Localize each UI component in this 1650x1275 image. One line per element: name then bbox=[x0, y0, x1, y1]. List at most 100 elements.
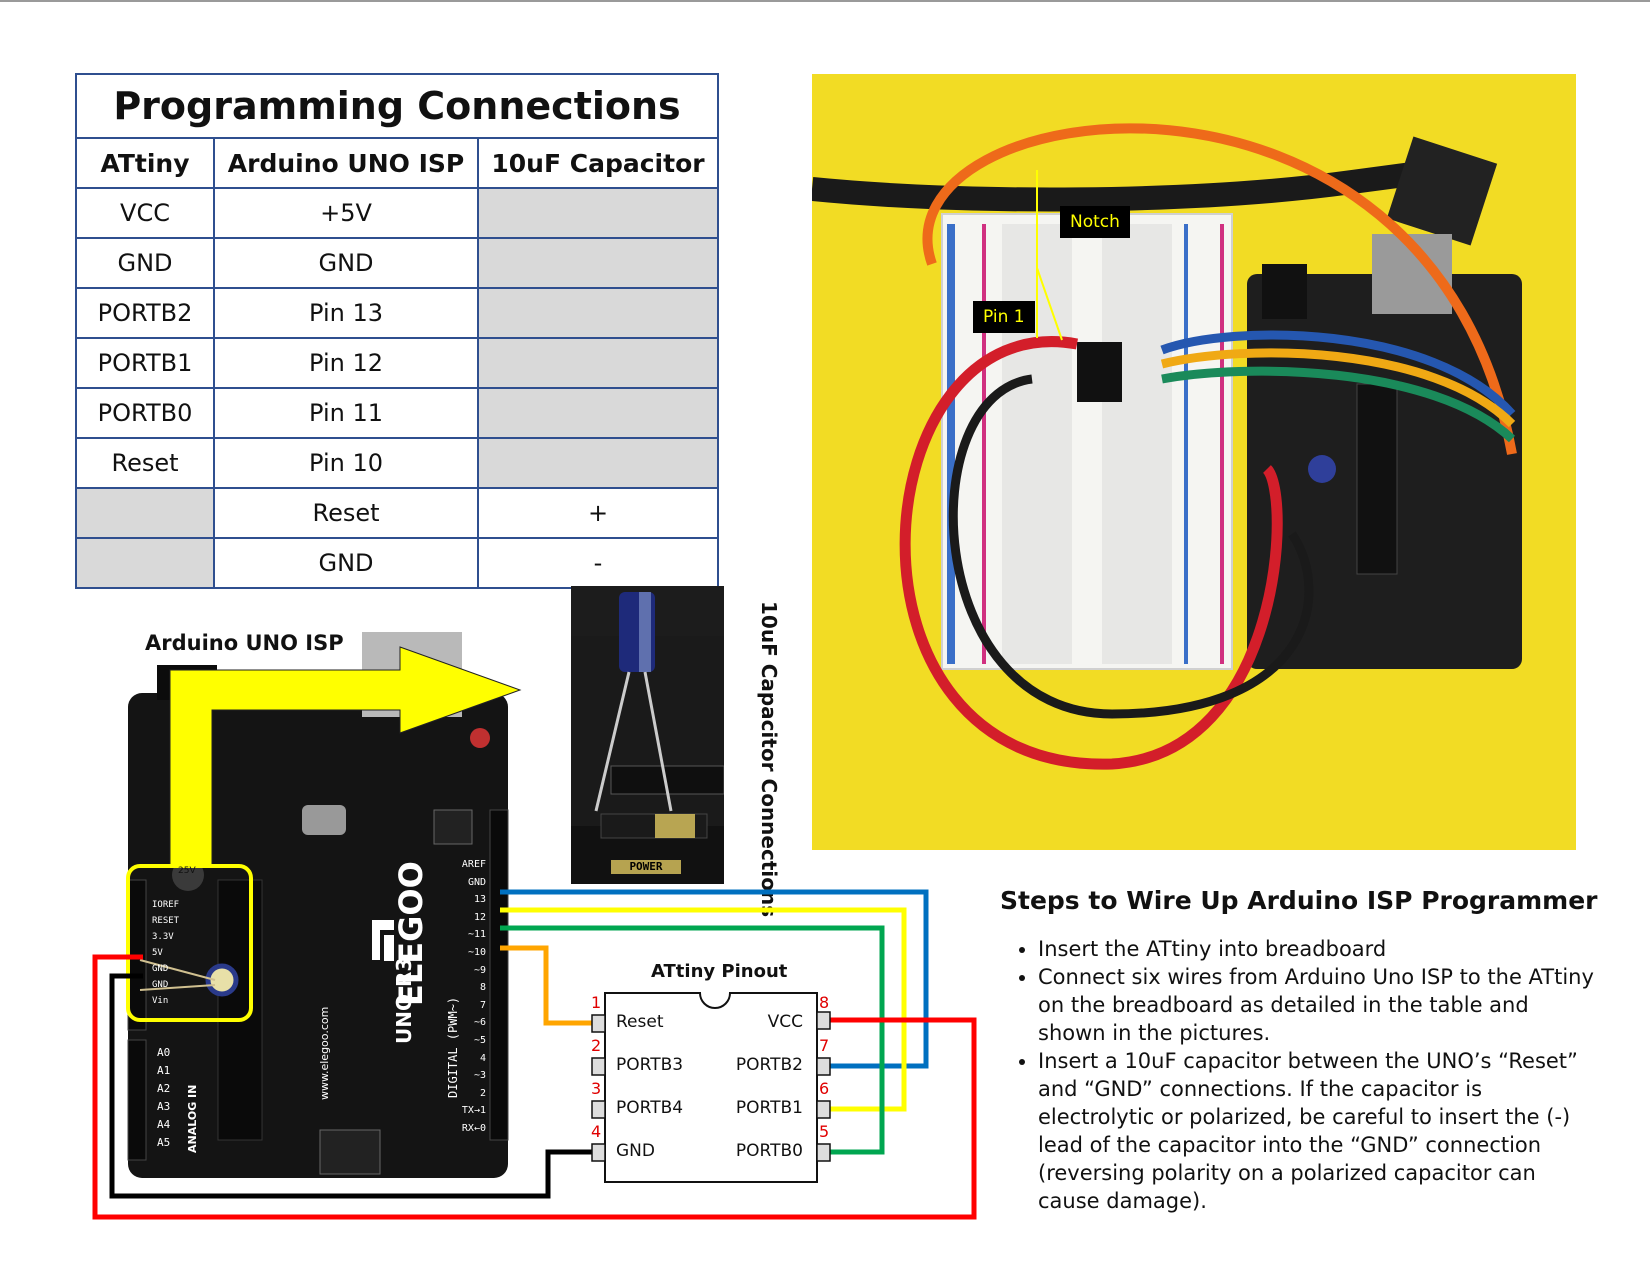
analog-pin-label: A4 bbox=[157, 1118, 171, 1131]
board-cap-label: 25V bbox=[178, 866, 196, 876]
table-cell bbox=[477, 187, 719, 239]
analog-pin-label: A0 bbox=[157, 1046, 171, 1059]
pin1-tag: Pin 1 bbox=[973, 301, 1035, 333]
breadboard-illustration bbox=[812, 123, 1522, 770]
crystal bbox=[302, 805, 346, 835]
table-cell bbox=[75, 487, 215, 539]
digital-pin-label: RX←0 bbox=[461, 1122, 486, 1134]
table-cell bbox=[477, 287, 719, 339]
analog-pin-label: A5 bbox=[157, 1136, 171, 1149]
digital-pin-labels: AREF GND 13 12 ~11 ~10 ~9 8 7 ~6 ~5 4 ~3… bbox=[438, 856, 486, 1138]
analog-pin-label: A2 bbox=[157, 1082, 171, 1095]
pin-number: 8 bbox=[819, 993, 830, 1012]
digital-pin-label: ~3 bbox=[473, 1070, 486, 1082]
steps-title: Steps to Wire Up Arduino ISP Programmer bbox=[1000, 886, 1598, 915]
pin-number: 6 bbox=[819, 1079, 830, 1098]
power-pin-label: GND bbox=[152, 980, 169, 990]
table-cell: PORTB2 bbox=[75, 287, 215, 339]
pin-name: PORTB2 bbox=[735, 1055, 803, 1075]
table-cell bbox=[477, 237, 719, 289]
wire-pin12 bbox=[500, 907, 907, 1112]
digital-pin-label: 12 bbox=[473, 911, 486, 923]
table-row: Reset+ bbox=[75, 487, 719, 539]
programming-connections-table: Programming Connections ATtiny Arduino U… bbox=[75, 73, 719, 589]
capacitor-closeup-photo: POWER bbox=[571, 586, 724, 884]
reset-button bbox=[470, 728, 490, 748]
digital-pin-label: ~6 bbox=[473, 1017, 486, 1029]
digital-pin-label: 4 bbox=[479, 1052, 486, 1064]
power-header-label: POWER bbox=[629, 860, 663, 873]
digital-pin-label: 8 bbox=[479, 982, 486, 994]
power-pin-label: 3.3V bbox=[152, 932, 174, 942]
digital-pin-label: 2 bbox=[479, 1087, 486, 1099]
arduino-isp-label: Arduino UNO ISP bbox=[145, 631, 344, 655]
pin-name: PORTB3 bbox=[616, 1055, 684, 1075]
power-jack bbox=[157, 665, 217, 700]
pin-name: GND bbox=[616, 1141, 655, 1161]
analog-pin-header bbox=[127, 1039, 147, 1161]
capacitor-closeup-illustration bbox=[571, 592, 724, 884]
top-border bbox=[0, 0, 1650, 2]
pin-number: 4 bbox=[591, 1122, 602, 1141]
capacitor-connections-label: 10uF Capacitor Connections bbox=[757, 601, 781, 918]
digital-pin-label: ~9 bbox=[473, 964, 486, 976]
inserted-capacitor bbox=[205, 963, 239, 997]
pin-number: 3 bbox=[591, 1079, 602, 1098]
list-item: Insert the ATtiny into breadboard bbox=[1038, 935, 1600, 963]
digital-pin-label: 7 bbox=[479, 999, 486, 1011]
power-pin-label: IOREF bbox=[152, 900, 180, 910]
elegoo-logo bbox=[372, 920, 394, 961]
table-cell bbox=[477, 437, 719, 489]
power-pin-label: RESET bbox=[152, 916, 180, 926]
usb-port bbox=[362, 632, 462, 717]
breadboard-photo: Notch Pin 1 bbox=[812, 74, 1576, 850]
pin-name: PORTB1 bbox=[735, 1098, 803, 1118]
arrow-icon bbox=[169, 646, 522, 866]
analog-pin-labels: A0 A1 A2 A3 A4 A5 bbox=[157, 1044, 170, 1152]
pin-number: 2 bbox=[591, 1036, 602, 1055]
pin-name: PORTB0 bbox=[735, 1141, 803, 1161]
analog-pin-label: A3 bbox=[157, 1100, 171, 1113]
table-title: Programming Connections bbox=[75, 73, 719, 139]
table-cell: Reset bbox=[213, 487, 479, 539]
notch-tag: Notch bbox=[1060, 206, 1130, 238]
table-cell bbox=[477, 337, 719, 389]
wire-vcc bbox=[92, 954, 977, 1220]
board-url: www.elegoo.com bbox=[318, 1006, 331, 1100]
table-cell: PORTB1 bbox=[75, 337, 215, 389]
digital-pin-label: AREF bbox=[461, 859, 486, 870]
power-pin-label: Vin bbox=[152, 996, 169, 1006]
power-pin-label: GND bbox=[152, 964, 169, 974]
pin-name: Reset bbox=[616, 1012, 664, 1032]
pin-number: 1 bbox=[591, 993, 602, 1012]
header-attiny: ATtiny bbox=[75, 137, 215, 189]
header-arduino: Arduino UNO ISP bbox=[213, 137, 479, 189]
table-cell bbox=[75, 537, 215, 589]
table-cell: - bbox=[477, 537, 719, 589]
power-pin-labels: IOREF RESET 3.3V 5V GND GND Vin bbox=[152, 897, 179, 1009]
header-capacitor: 10uF Capacitor bbox=[477, 137, 719, 189]
board-model: UNO R3 bbox=[392, 957, 416, 1044]
steps-section: Steps to Wire Up Arduino ISP Programmer … bbox=[1000, 886, 1600, 1215]
jp2-header bbox=[433, 809, 473, 845]
table-cell: + bbox=[477, 487, 719, 539]
atmega-chip bbox=[217, 879, 263, 1141]
pin-name: VCC bbox=[767, 1012, 803, 1032]
digital-pin-label: ~11 bbox=[467, 929, 486, 941]
digital-pin-label: TX→1 bbox=[461, 1105, 486, 1117]
capacitor-highlight-box bbox=[126, 864, 253, 1022]
table-cell: VCC bbox=[75, 187, 215, 239]
power-pin-label: 5V bbox=[152, 948, 163, 958]
table-cell: GND bbox=[213, 537, 479, 589]
pin-number: 5 bbox=[819, 1122, 830, 1141]
wire-gnd bbox=[109, 973, 592, 1199]
table-cell: Reset bbox=[75, 437, 215, 489]
icsp-header bbox=[319, 1129, 381, 1175]
analog-label: ANALOG IN bbox=[186, 1084, 199, 1153]
table-row: VCC+5V bbox=[75, 187, 719, 239]
list-item: Connect six wires from Arduino Uno ISP t… bbox=[1038, 963, 1600, 1047]
table-row: GND- bbox=[75, 537, 719, 589]
